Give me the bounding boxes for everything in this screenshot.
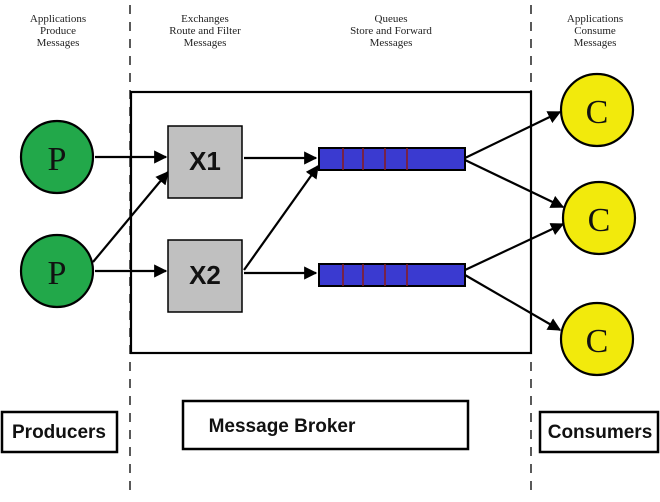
header-line: Route and Filter [169,25,241,37]
producer-circle [19,233,95,309]
producer-label: P [48,141,67,178]
header-producers: Applications Produce Messages [30,13,86,49]
consumer-label: C [586,94,609,131]
footer-consumers: Consumers [538,410,660,454]
footer-broker: Message Broker [181,399,470,451]
consumer-label: C [586,323,609,360]
footer-box [538,410,660,454]
producer-1: P [19,119,95,195]
exchange-label: X1 [189,146,221,176]
header-line: Queues [375,13,408,25]
consumer-3: C [559,301,635,377]
header-line: Exchanges [181,13,229,25]
consumer-circle [559,72,635,148]
consumer-1: C [559,72,635,148]
producer-label: P [48,255,67,292]
exchange-x2: X2 [167,239,243,313]
queue-body [318,147,466,171]
arrow-q2-c3 [464,274,562,331]
producer-circle [19,119,95,195]
exchange-x1: X1 [167,125,243,199]
header-queues: Queues Store and Forward Messages [350,13,432,49]
header-consumers: Applications Consume Messages [567,13,623,49]
exchange-box [167,239,243,313]
header-line: Messages [574,37,617,49]
queue-1 [318,147,466,171]
header-line: Produce [40,25,76,37]
header-line: Applications [567,13,623,25]
arrow-q1-c1 [464,111,562,159]
header-line: Messages [370,37,413,49]
header-line: Consume [574,25,616,37]
footer-producers: Producers [0,410,119,454]
consumer-2: C [561,180,637,256]
queue-body [318,263,466,287]
footer-box [181,399,470,451]
consumer-circle [561,180,637,256]
exchange-box [167,125,243,199]
producer-2: P [19,233,95,309]
header-exchanges: Exchanges Route and Filter Messages [169,13,241,49]
arrows [92,111,565,331]
queue-2 [318,263,466,287]
footer-box [0,410,119,454]
header-line: Applications [30,13,86,25]
broker-box [129,90,533,355]
footer-consumers-label: Consumers [548,422,653,443]
arrow-q1-c2 [464,159,565,208]
exchange-label: X2 [189,260,221,290]
footer-producers-label: Producers [12,422,106,443]
arrow-p2-x1 [92,170,169,263]
header-line: Store and Forward [350,25,432,37]
header-line: Messages [37,37,80,49]
arrow-q2-c2 [464,223,565,271]
consumer-label: C [588,202,611,239]
footer-broker-label: Message Broker [209,416,356,437]
arrow-x2-q1 [243,164,319,271]
consumer-circle [559,301,635,377]
header-line: Messages [184,37,227,49]
